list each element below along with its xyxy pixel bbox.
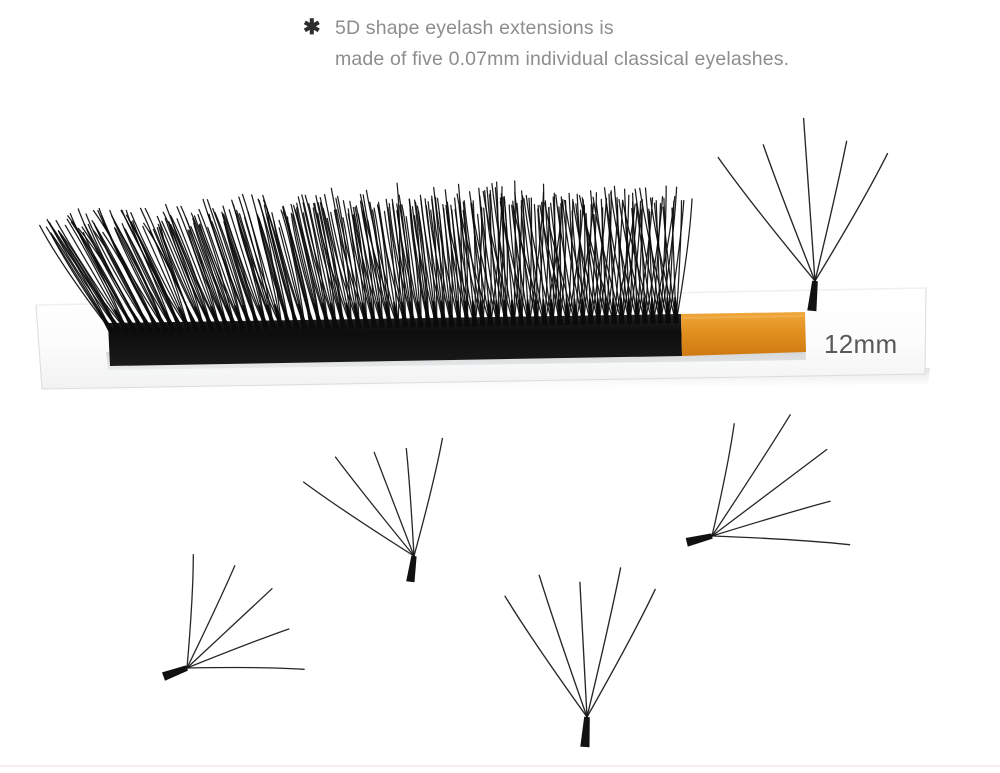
loose-lash-fan — [303, 437, 444, 583]
lash-fan-base — [162, 665, 188, 681]
caption-line-2: made of five 0.07mm individual classical… — [335, 48, 790, 70]
loose-lash-fan — [162, 554, 305, 681]
lash-fan-base — [685, 533, 713, 547]
tray-lash-fan-row — [39, 180, 693, 334]
loose-lash-fans — [162, 117, 889, 748]
bottom-edge-line — [0, 765, 1000, 767]
caption-line-1: 5D shape eyelash extensions is — [335, 17, 614, 39]
tray-orange-tab — [681, 312, 806, 356]
lash-fan-base — [406, 555, 417, 583]
loose-lash-fan — [685, 414, 851, 547]
tray-tab-highlight — [682, 315, 804, 319]
asterisk-bullet-icon: ✱ — [303, 16, 321, 39]
lash-fan-base — [580, 716, 590, 748]
caption-lines: 5D shape eyelash extensions is made of f… — [335, 13, 923, 75]
loose-lash-fan — [504, 567, 656, 748]
loose-lash-fan — [717, 117, 889, 312]
tray-size-label: 12mm — [824, 329, 898, 359]
lash-fan-base — [807, 280, 818, 312]
caption-block: ✱ 5D shape eyelash extensions is made of… — [303, 13, 923, 75]
